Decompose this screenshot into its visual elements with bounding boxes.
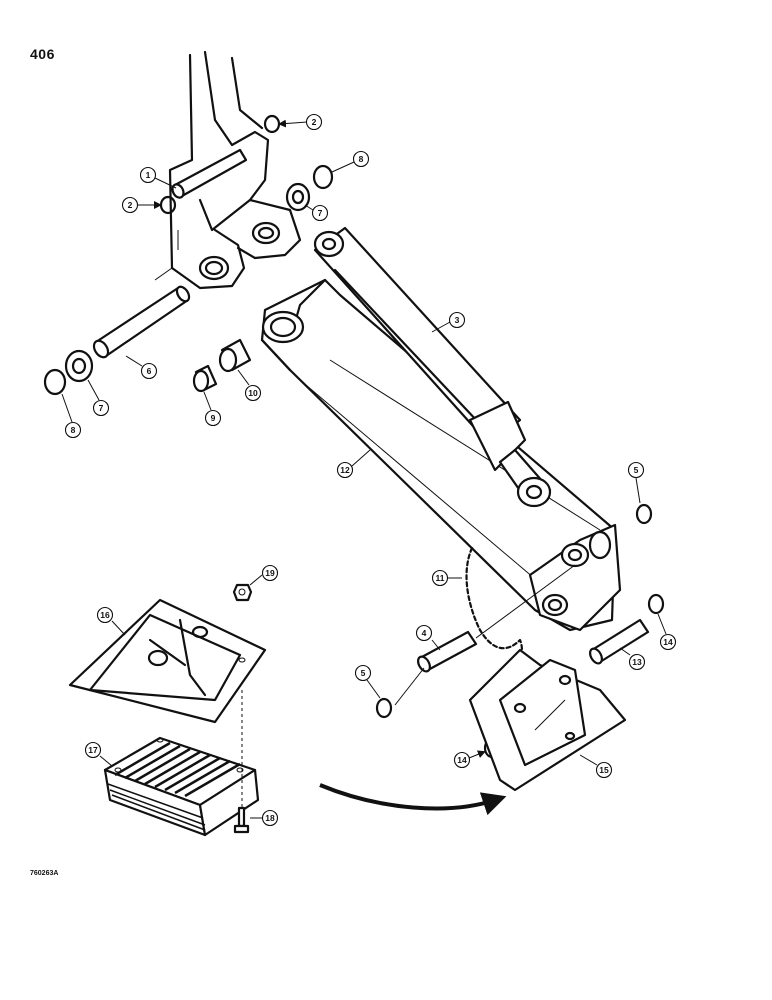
svg-text:14: 14 (457, 755, 467, 765)
callout-13: 13 (619, 647, 646, 671)
callout-7-lower: 7 (87, 379, 110, 417)
svg-text:6: 6 (147, 366, 152, 376)
page-number: 406 (30, 46, 55, 62)
svg-text:11: 11 (436, 573, 445, 583)
svg-text:18: 18 (265, 813, 275, 823)
snap-ring-14-right (647, 593, 665, 615)
nut-19 (232, 583, 253, 602)
pin-13 (589, 618, 650, 665)
callout-4: 4 (415, 624, 441, 651)
callout-8-lower: 8 (61, 393, 82, 439)
callout-7-upper: 7 (304, 204, 329, 222)
svg-text:15: 15 (599, 765, 609, 775)
boom-bracket (154, 50, 302, 290)
callout-16: 16 (96, 606, 126, 636)
stabilizer-pad-15 (468, 648, 627, 792)
callout-10: 10 (237, 369, 262, 402)
svg-text:14: 14 (663, 637, 673, 647)
figure-id: 760263A (30, 870, 59, 877)
svg-text:9: 9 (211, 413, 216, 423)
callout-14-right: 14 (657, 613, 677, 651)
pin-1 (171, 148, 248, 199)
snap-ring-2a (263, 114, 281, 134)
direction-arrow (319, 783, 507, 816)
callout-19: 19 (249, 564, 279, 586)
svg-text:12: 12 (340, 465, 350, 475)
pin-6 (92, 285, 191, 359)
callout-6: 6 (125, 355, 158, 380)
svg-text:13: 13 (632, 657, 642, 667)
svg-text:7: 7 (318, 208, 323, 218)
callouts: 1 2 2 3 4 5 5 (61, 113, 677, 827)
svg-text:10: 10 (248, 388, 258, 398)
washer-7-upper (285, 182, 311, 212)
svg-text:4: 4 (422, 628, 427, 638)
callout-15: 15 (579, 754, 613, 779)
snap-ring-8-upper (312, 164, 334, 190)
snap-ring-8-lower (43, 368, 67, 396)
bushing-10 (218, 338, 252, 373)
callout-18: 18 (250, 809, 279, 827)
snap-ring-2b (159, 195, 177, 215)
svg-text:16: 16 (100, 610, 110, 620)
callout-8-upper: 8 (331, 150, 370, 173)
callout-1: 1 (139, 166, 177, 189)
callout-2-lower: 2 (121, 196, 162, 214)
washer-7-lower (64, 349, 94, 383)
svg-text:3: 3 (455, 315, 460, 325)
svg-text:19: 19 (265, 568, 275, 578)
callout-14-lower: 14 (453, 750, 486, 769)
snap-ring-5-upper (635, 503, 653, 525)
svg-text:17: 17 (88, 745, 98, 755)
svg-text:5: 5 (634, 465, 639, 475)
street-pad-16 (68, 598, 267, 724)
bushing-9 (192, 364, 218, 393)
hydraulic-cylinder-3 (313, 226, 552, 508)
svg-text:2: 2 (128, 200, 133, 210)
callout-2-upper: 2 (278, 113, 323, 131)
svg-text:7: 7 (99, 403, 104, 413)
svg-text:1: 1 (146, 170, 151, 180)
callout-9: 9 (203, 391, 222, 427)
callout-12: 12 (336, 449, 371, 479)
callout-11: 11 (431, 569, 462, 587)
svg-text:2: 2 (312, 117, 317, 127)
callout-5-lower: 5 (354, 664, 381, 699)
svg-text:8: 8 (359, 154, 364, 164)
bolt-18 (233, 690, 250, 834)
callout-5-upper: 5 (627, 461, 645, 504)
callout-17: 17 (84, 741, 113, 767)
svg-text:5: 5 (361, 668, 366, 678)
rubber-pad-17 (103, 736, 260, 837)
svg-text:8: 8 (71, 425, 76, 435)
snap-ring-5-lower (375, 697, 393, 719)
pin-4 (394, 564, 576, 706)
callout-3: 3 (431, 311, 466, 333)
stabilizer-leg-12 (260, 278, 622, 632)
